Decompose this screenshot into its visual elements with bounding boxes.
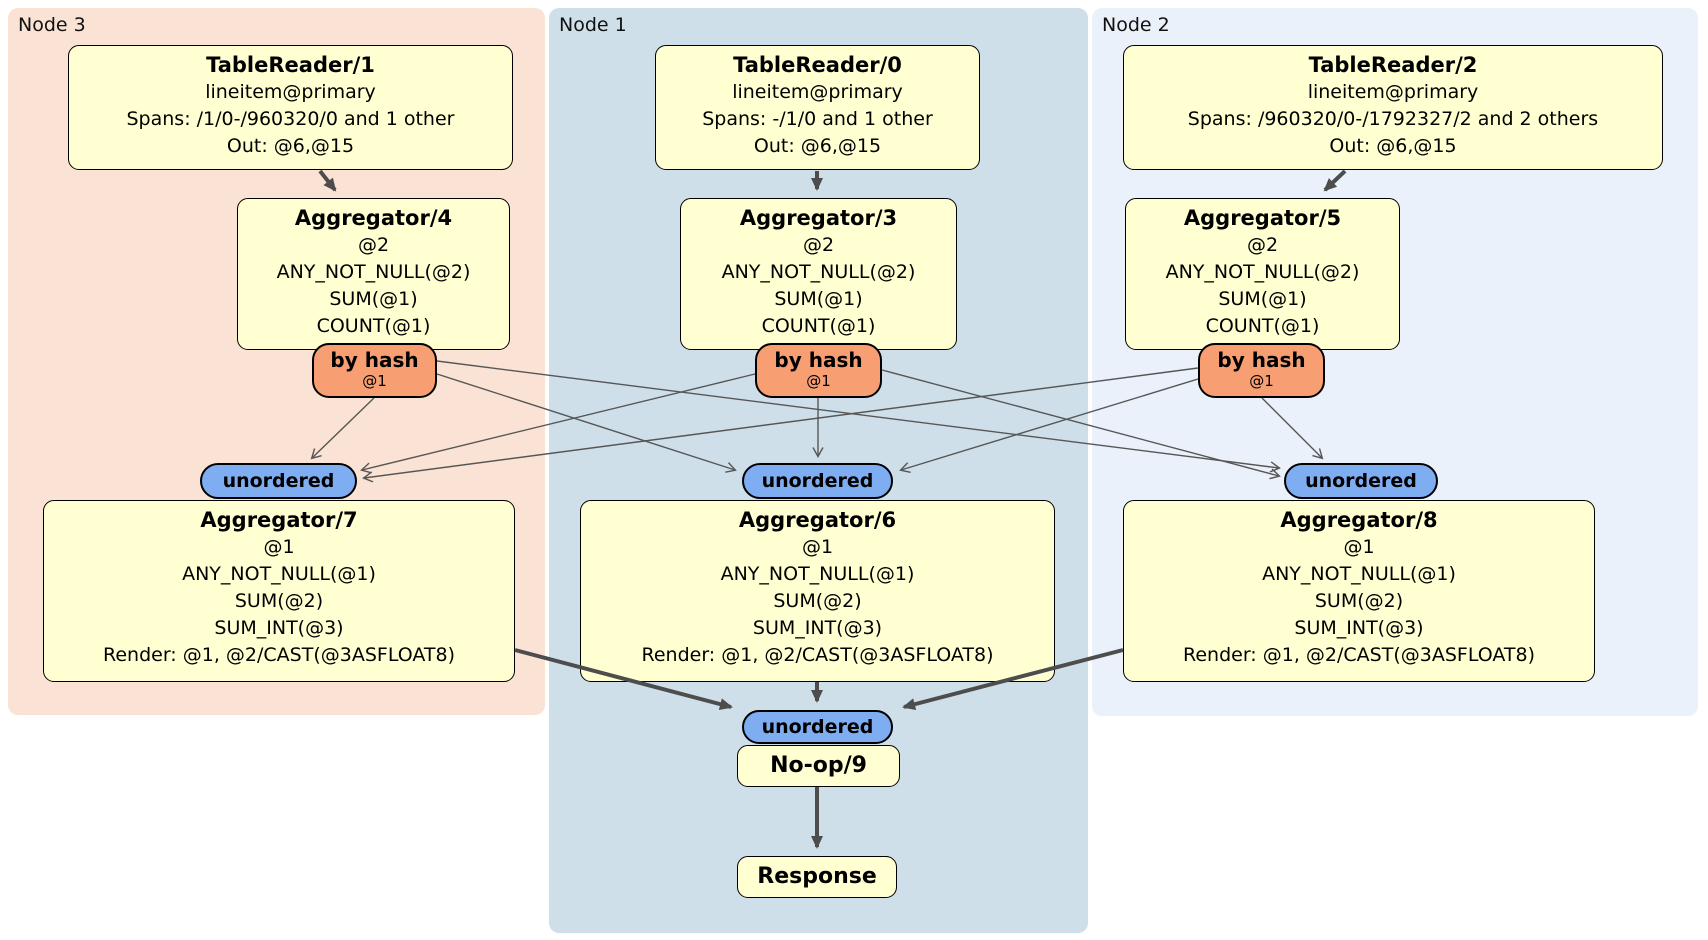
byhash-key: @1 — [362, 372, 387, 390]
aggregator6-title: Aggregator/6 — [738, 508, 897, 532]
unordered-sync-left: unordered — [200, 463, 357, 499]
tablereader2-title: TableReader/2 — [1308, 53, 1478, 77]
unordered-label: unordered — [222, 470, 335, 492]
node3-label: Node 3 — [18, 14, 86, 36]
aggregator7-title: Aggregator/7 — [200, 508, 358, 532]
response-box: Response — [737, 856, 897, 898]
aggregator5-box: Aggregator/5 @2 ANY_NOT_NULL(@2) SUM(@1)… — [1125, 198, 1400, 350]
tablereader1-line: Spans: /1/0-/960320/0 and 1 other — [126, 108, 455, 130]
byhash-key: @1 — [1249, 372, 1274, 390]
aggregator8-line: @1 — [1343, 536, 1375, 558]
unordered-label: unordered — [1305, 470, 1417, 492]
tablereader2-line: Out: @6,@15 — [1329, 135, 1457, 157]
byhash-router-middle: by hash @1 — [755, 343, 882, 398]
aggregator8-line: ANY_NOT_NULL(@1) — [1262, 563, 1456, 585]
aggregator3-line: COUNT(@1) — [761, 315, 876, 337]
aggregator6-line: @1 — [801, 536, 834, 558]
byhash-key: @1 — [806, 372, 831, 390]
tablereader1-line: lineitem@primary — [205, 81, 376, 103]
aggregator3-box: Aggregator/3 @2 ANY_NOT_NULL(@2) SUM(@1)… — [680, 198, 957, 350]
tablereader2-line: lineitem@primary — [1307, 81, 1479, 103]
aggregator3-title: Aggregator/3 — [739, 206, 898, 230]
tablereader0-box: TableReader/0 lineitem@primary Spans: -/… — [655, 45, 980, 170]
aggregator4-line: ANY_NOT_NULL(@2) — [276, 261, 471, 283]
aggregator4-line: COUNT(@1) — [316, 315, 431, 337]
aggregator5-line: COUNT(@1) — [1205, 315, 1320, 337]
tablereader0-line: Spans: -/1/0 and 1 other — [702, 108, 933, 130]
aggregator7-line: @1 — [263, 536, 295, 558]
tablereader2-box: TableReader/2 lineitem@primary Spans: /9… — [1123, 45, 1663, 170]
aggregator6-line: Render: @1, @2/CAST(@3ASFLOAT8) — [641, 644, 994, 666]
aggregator6-line: ANY_NOT_NULL(@1) — [720, 563, 915, 585]
unordered-label: unordered — [761, 470, 874, 492]
unordered-sync-final: unordered — [742, 710, 893, 744]
aggregator5-line: ANY_NOT_NULL(@2) — [1165, 261, 1360, 283]
aggregator4-line: @2 — [357, 234, 390, 256]
noop-title: No-op/9 — [770, 753, 867, 778]
aggregator7-line: SUM_INT(@3) — [214, 617, 344, 639]
tablereader1-title: TableReader/1 — [206, 53, 375, 77]
aggregator4-line: SUM(@1) — [329, 288, 418, 310]
aggregator6-line: SUM_INT(@3) — [752, 617, 883, 639]
aggregator8-line: SUM_INT(@3) — [1294, 617, 1424, 639]
node2-label: Node 2 — [1102, 14, 1170, 36]
tablereader0-line: lineitem@primary — [732, 81, 903, 103]
response-title: Response — [757, 864, 877, 889]
tablereader0-line: Out: @6,@15 — [753, 135, 882, 157]
byhash-router-left: by hash @1 — [312, 343, 437, 398]
aggregator5-line: SUM(@1) — [1218, 288, 1307, 310]
noop-box: No-op/9 — [737, 745, 900, 787]
aggregator5-title: Aggregator/5 — [1183, 206, 1342, 230]
unordered-sync-middle: unordered — [742, 463, 893, 499]
aggregator8-box: Aggregator/8 @1 ANY_NOT_NULL(@1) SUM(@2)… — [1123, 500, 1595, 682]
tablereader1-line: Out: @6,@15 — [226, 135, 355, 157]
aggregator7-line: Render: @1, @2/CAST(@3ASFLOAT8) — [103, 644, 455, 666]
unordered-sync-right: unordered — [1284, 463, 1438, 499]
aggregator3-line: SUM(@1) — [774, 288, 863, 310]
tablereader2-line: Spans: /960320/0-/1792327/2 and 2 others — [1187, 108, 1599, 130]
aggregator5-line: @2 — [1246, 234, 1279, 256]
byhash-router-right: by hash @1 — [1198, 343, 1325, 398]
tablereader0-title: TableReader/0 — [733, 53, 902, 77]
aggregator6-line: SUM(@2) — [773, 590, 862, 612]
aggregator8-line: Render: @1, @2/CAST(@3ASFLOAT8) — [1183, 644, 1535, 666]
tablereader1-box: TableReader/1 lineitem@primary Spans: /1… — [68, 45, 513, 170]
aggregator7-line: SUM(@2) — [234, 590, 324, 612]
aggregator8-title: Aggregator/8 — [1280, 508, 1438, 532]
aggregator4-box: Aggregator/4 @2 ANY_NOT_NULL(@2) SUM(@1)… — [237, 198, 510, 350]
aggregator8-line: SUM(@2) — [1314, 590, 1404, 612]
aggregator6-box: Aggregator/6 @1 ANY_NOT_NULL(@1) SUM(@2)… — [580, 500, 1055, 682]
aggregator3-line: @2 — [802, 234, 835, 256]
byhash-label: by hash — [330, 348, 419, 372]
node1-label: Node 1 — [559, 14, 627, 36]
aggregator4-title: Aggregator/4 — [294, 206, 453, 230]
aggregator7-box: Aggregator/7 @1 ANY_NOT_NULL(@1) SUM(@2)… — [43, 500, 515, 682]
aggregator7-line: ANY_NOT_NULL(@1) — [182, 563, 376, 585]
byhash-label: by hash — [1217, 348, 1306, 372]
unordered-label: unordered — [761, 716, 874, 738]
byhash-label: by hash — [774, 348, 863, 372]
aggregator3-line: ANY_NOT_NULL(@2) — [721, 261, 916, 283]
